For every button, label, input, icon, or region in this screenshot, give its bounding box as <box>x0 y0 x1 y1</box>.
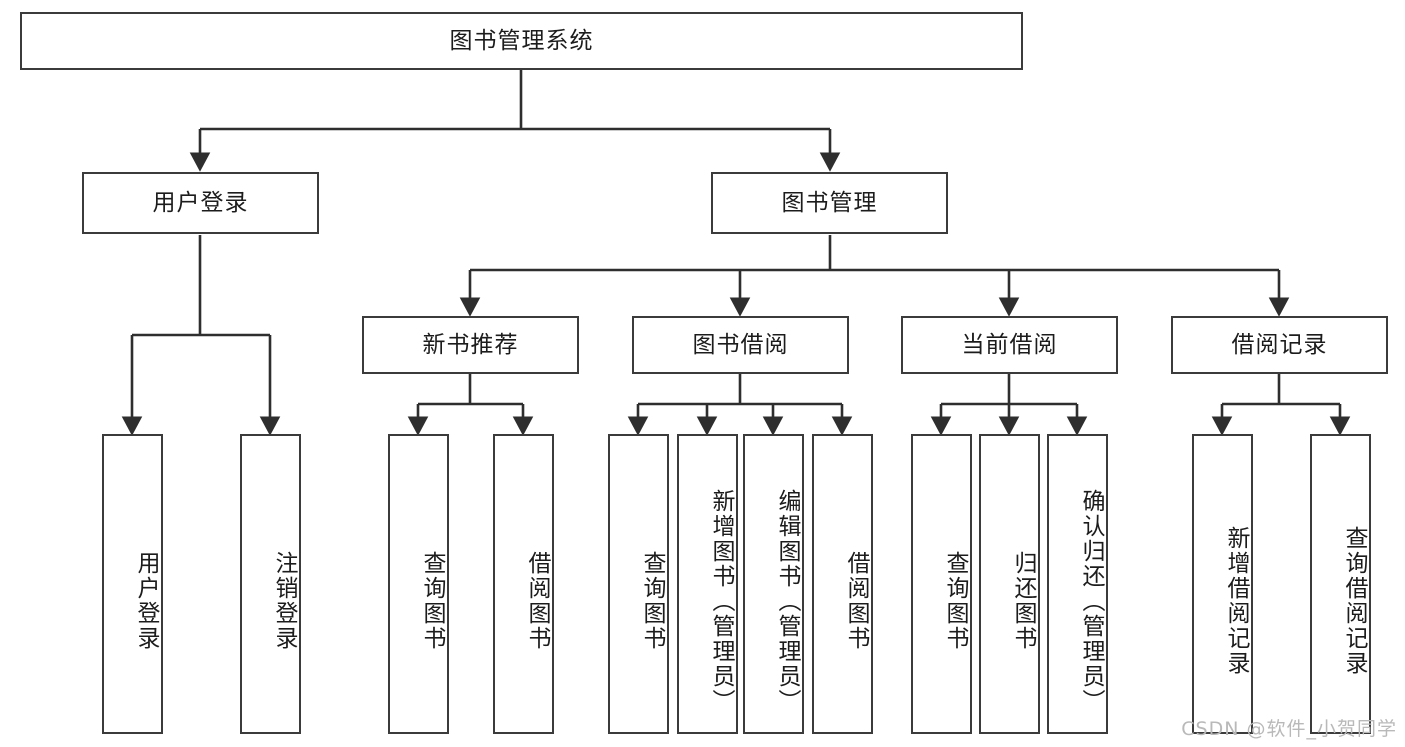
leaf-edit-book-admin[interactable]: 编辑图书（管理员） <box>743 434 804 734</box>
node-label: 图书管理 <box>781 189 878 216</box>
node-current-borrow[interactable]: 当前借阅 <box>901 316 1118 374</box>
node-label: 新增借阅记录 <box>1223 526 1249 676</box>
node-label: 借阅图书 <box>843 551 869 651</box>
watermark-text: CSDN @软件_小贺同学 <box>1181 718 1397 740</box>
node-label: 查询图书 <box>942 551 968 651</box>
node-label: 归还图书 <box>1010 551 1036 651</box>
leaf-borrow-book[interactable]: 借阅图书 <box>812 434 873 734</box>
leaf-query-book-current[interactable]: 查询图书 <box>911 434 972 734</box>
node-label: 查询借阅记录 <box>1341 526 1367 676</box>
node-new-book-recommend[interactable]: 新书推荐 <box>362 316 579 374</box>
node-label: 编辑图书（管理员） <box>774 488 800 714</box>
node-label: 用户登录 <box>133 551 159 651</box>
node-label: 查询图书 <box>419 551 445 651</box>
node-label: 用户登录 <box>152 189 249 216</box>
node-label: 注销登录 <box>271 551 297 651</box>
node-label: 当前借阅 <box>961 331 1058 358</box>
leaf-query-book-recommend[interactable]: 查询图书 <box>388 434 449 734</box>
node-label: 图书借阅 <box>692 331 789 358</box>
node-label: 查询图书 <box>639 551 665 651</box>
node-book-borrow[interactable]: 图书借阅 <box>632 316 849 374</box>
node-borrow-record[interactable]: 借阅记录 <box>1171 316 1388 374</box>
node-book-management[interactable]: 图书管理 <box>711 172 948 234</box>
leaf-user-login[interactable]: 用户登录 <box>102 434 163 734</box>
leaf-query-book-borrow[interactable]: 查询图书 <box>608 434 669 734</box>
leaf-add-borrow-record[interactable]: 新增借阅记录 <box>1192 434 1253 734</box>
node-label: 确认归还（管理员） <box>1078 488 1104 714</box>
leaf-user-logout[interactable]: 注销登录 <box>240 434 301 734</box>
node-label: 新书推荐 <box>422 331 519 358</box>
node-root-book-management-system[interactable]: 图书管理系统 <box>20 12 1023 70</box>
node-label: 新增图书（管理员） <box>708 488 734 714</box>
node-label: 借阅图书 <box>524 551 550 651</box>
leaf-return-book[interactable]: 归还图书 <box>979 434 1040 734</box>
leaf-add-book-admin[interactable]: 新增图书（管理员） <box>677 434 738 734</box>
leaf-confirm-return-admin[interactable]: 确认归还（管理员） <box>1047 434 1108 734</box>
node-user-login[interactable]: 用户登录 <box>82 172 319 234</box>
node-label: 图书管理系统 <box>449 27 594 54</box>
leaf-borrow-book-recommend[interactable]: 借阅图书 <box>493 434 554 734</box>
leaf-query-borrow-record[interactable]: 查询借阅记录 <box>1310 434 1371 734</box>
node-label: 借阅记录 <box>1231 331 1328 358</box>
